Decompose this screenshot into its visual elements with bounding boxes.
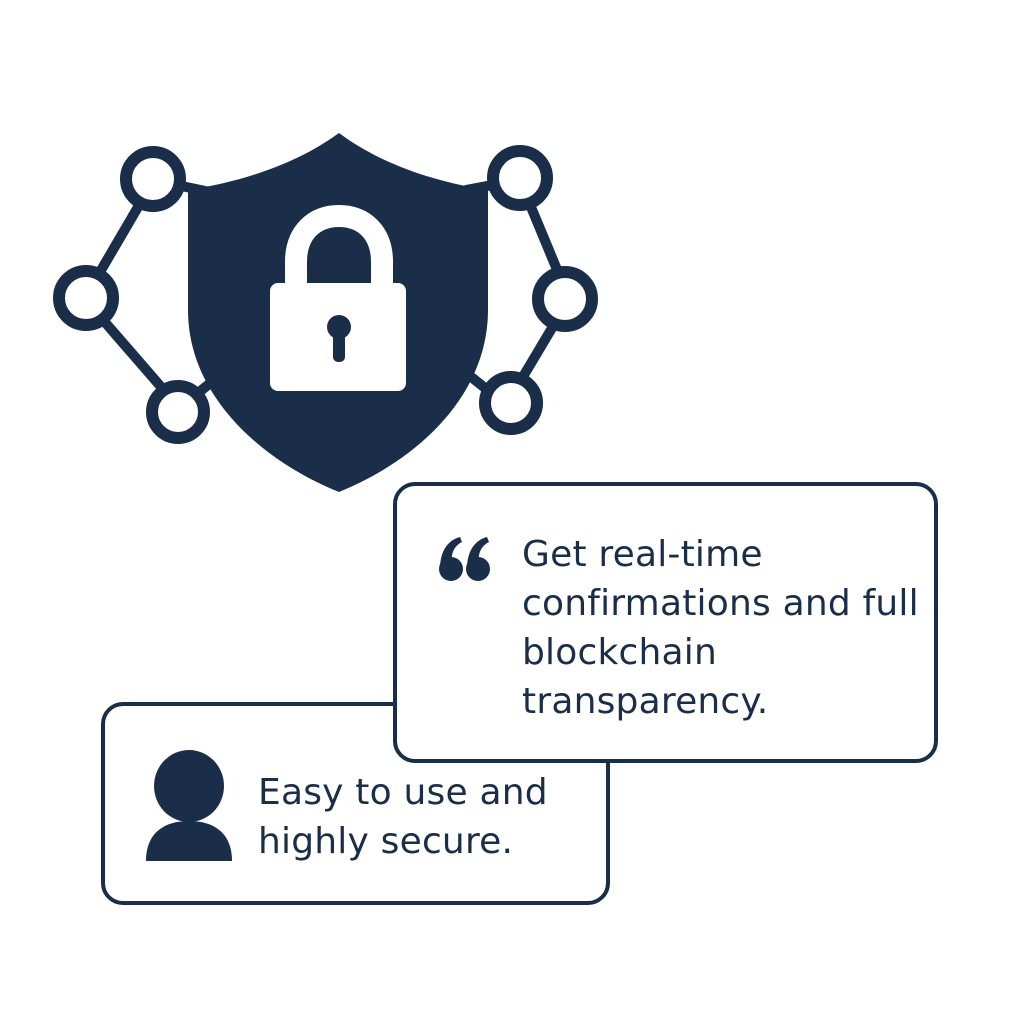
quote-text: Get real-time confirmations and full blo… (522, 534, 919, 722)
lock-icon (270, 204, 406, 391)
user-avatar-icon (146, 750, 232, 861)
quote-icon (439, 537, 490, 581)
secure-feature-card: Easy to use and highly secure. (101, 702, 610, 905)
secure-feature-text: Easy to use and highly secure. (258, 772, 548, 862)
quote-card: Get real-time confirmations and full blo… (393, 482, 938, 763)
network-node-circles (53, 145, 598, 444)
